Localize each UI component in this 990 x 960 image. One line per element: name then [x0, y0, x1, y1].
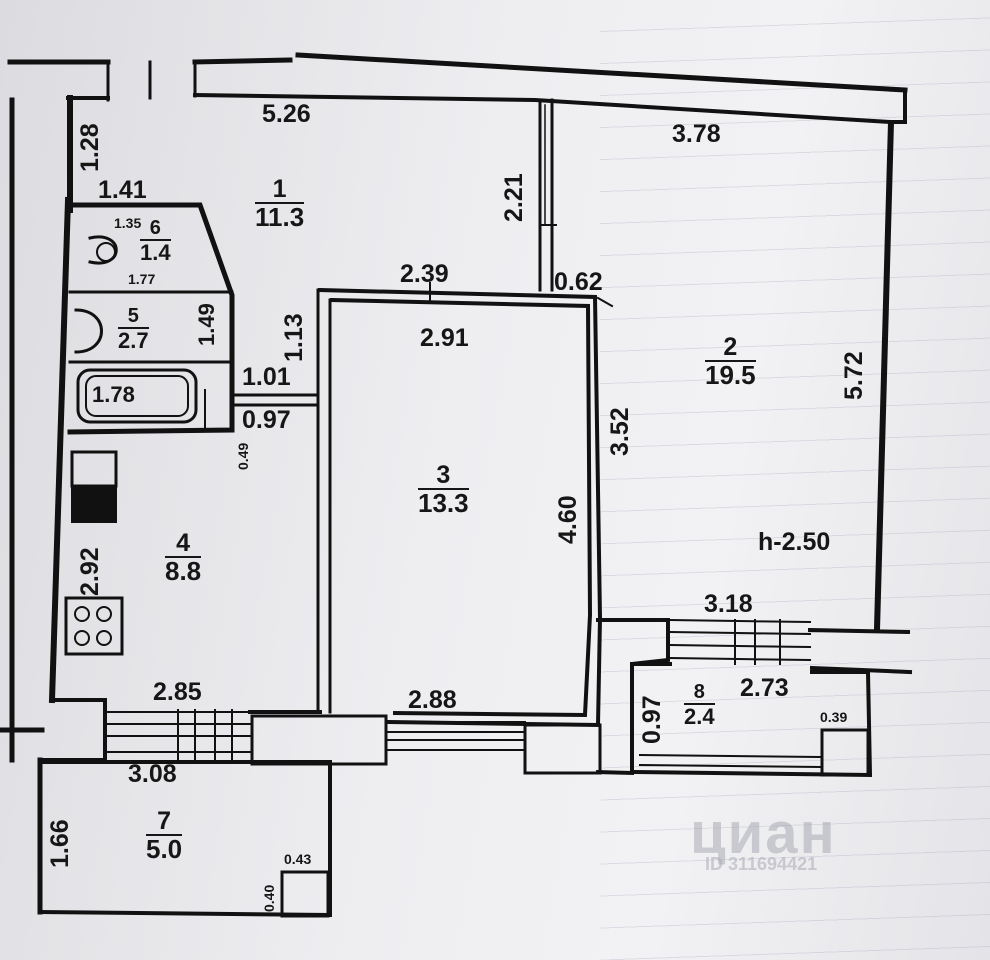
bathtub-inner: [85, 375, 189, 417]
loggia-8-column: [820, 728, 870, 777]
loggia-8: [629, 662, 873, 778]
kitchen-counter: [71, 487, 117, 523]
watermark-logo: циан: [690, 801, 837, 866]
loggia-8-rail: [638, 753, 822, 769]
bottom-pier: [250, 714, 388, 766]
dim-1-49: 1.49: [194, 303, 219, 346]
door-1-3: [230, 393, 320, 407]
dim-2-85: 2.85: [153, 678, 202, 706]
outer-wall-top-inner: [66, 92, 893, 125]
sink-5: [74, 308, 103, 354]
watermark-id: ID 311694421: [705, 854, 818, 874]
outer-wall-top: [7, 52, 908, 93]
dim-1-41: 1.41: [98, 176, 147, 204]
dim-2-73: 2.73: [740, 674, 789, 702]
room-3-left-wall: [316, 288, 332, 714]
partition-1-2: [538, 98, 554, 292]
toilet-bowl: [96, 242, 116, 262]
dim-1-35: 1.35: [114, 215, 142, 231]
ceiling-height: h-2.50: [758, 528, 831, 556]
right-balcony-wall: [807, 627, 913, 675]
bathroom-block: [67, 202, 235, 435]
dim-1-13: 1.13: [280, 313, 308, 362]
outer-wall-right: [873, 88, 907, 633]
dim-1-66: 1.66: [46, 819, 74, 868]
dim-0-43: 0.43: [284, 851, 312, 867]
kitchen-sink: [70, 450, 118, 488]
dim-3-18: 3.18: [704, 590, 753, 618]
loggia-7-column: [280, 870, 330, 918]
dim-2-92: 2.92: [76, 547, 104, 596]
dim-0-40: 0.40: [261, 884, 277, 912]
dim-2-88: 2.88: [408, 686, 457, 714]
dim-2-39: 2.39: [400, 260, 449, 288]
bathroom-partitions: [68, 290, 234, 364]
dim-2-91: 2.91: [420, 324, 469, 352]
top-window: [106, 60, 197, 102]
toilet-6: [88, 235, 118, 265]
dim-1-01: 1.01: [242, 363, 291, 391]
ruled-background: [600, 0, 990, 960]
dim-3-08: 3.08: [128, 760, 177, 788]
room-2-window: [668, 618, 812, 665]
dim-0-97: 0.97: [242, 406, 291, 434]
loggia-7: [37, 760, 332, 918]
dim-0-49: 0.49: [235, 442, 251, 470]
dim-0-39: 0.39: [820, 709, 848, 725]
kitchen-window: [104, 709, 251, 761]
left-edge-wall: [0, 97, 45, 915]
stove: [64, 596, 124, 656]
dim-4-60: 4.60: [554, 495, 582, 544]
dim-2-21: 2.21: [500, 173, 528, 222]
dim-1-78: 1.78: [92, 382, 135, 407]
dim-0-62: 0.62: [554, 268, 603, 296]
dim-3-52: 3.52: [606, 407, 634, 456]
dim-0-97-loggia: 0.97: [638, 695, 666, 744]
dim-ticks: [204, 224, 614, 431]
dim-5-72: 5.72: [840, 351, 868, 400]
bottom-pier-right: [523, 723, 602, 775]
outer-wall-left: [48, 95, 73, 704]
bathtub: [76, 368, 198, 424]
dim-3-78: 3.78: [672, 120, 721, 148]
dim-1-28: 1.28: [76, 123, 104, 172]
dim-1-77: 1.77: [128, 271, 156, 287]
dim-5-26: 5.26: [262, 100, 311, 128]
room-3-window: [387, 721, 526, 751]
